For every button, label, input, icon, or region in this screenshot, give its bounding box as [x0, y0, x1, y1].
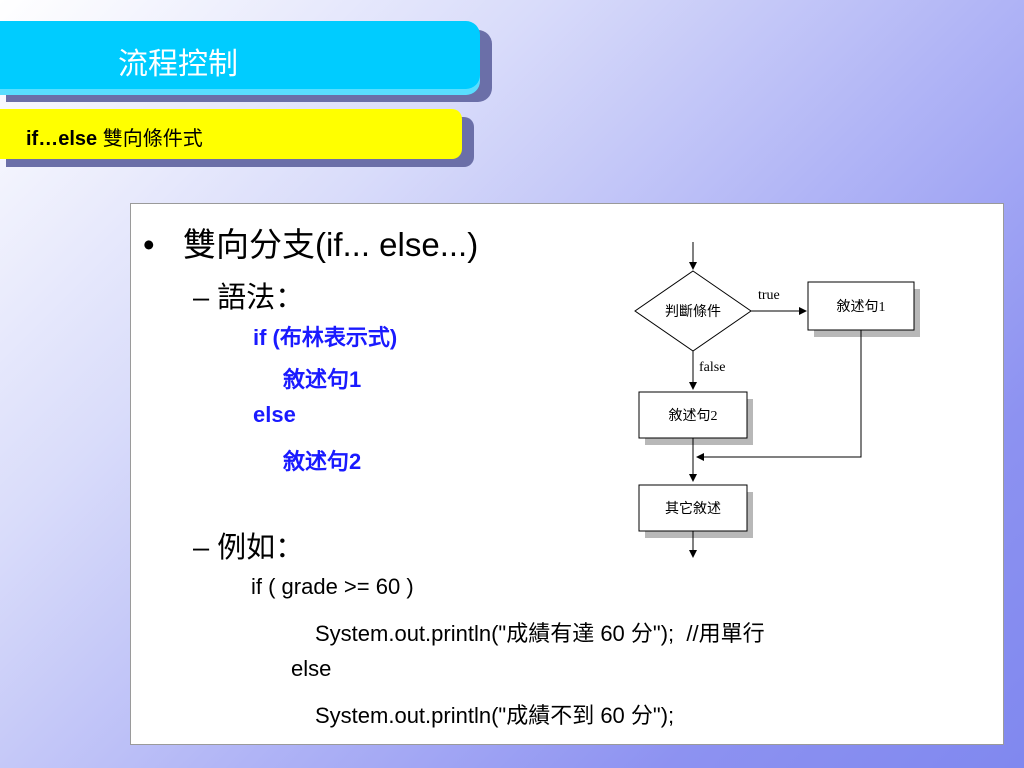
statement1-box: [807, 281, 915, 331]
code-line: else: [291, 656, 332, 681]
subtitle-text: 雙向條件式: [102, 128, 203, 150]
statement2-label: 敘述句2: [669, 407, 718, 424]
heading-text: 雙向分支(if... else...): [183, 226, 479, 263]
syntax-statement2: 敘述句2: [283, 449, 362, 474]
return-arrow: [696, 330, 862, 461]
title-banner: 流程控制: [0, 21, 480, 95]
statement1-label: 敘述句1: [837, 298, 886, 315]
slide-title: 流程控制: [118, 48, 238, 81]
other-statement-label: 其它敘述: [665, 500, 721, 517]
bullet-heading: • 雙向分支(if... else...): [143, 218, 478, 266]
flowchart: 判斷條件 true 敘述句1 false 敘述句2 其它敘述: [634, 242, 920, 558]
false-label: false: [699, 360, 725, 375]
subtitle-keyword: if…else: [26, 128, 98, 150]
slide-subtitle: if…else 雙向條件式: [26, 122, 203, 151]
syntax-else: else: [253, 402, 296, 427]
true-label: true: [758, 288, 780, 303]
code-line: if ( grade >= 60 ): [251, 574, 414, 599]
code-line: System.out.println("成績不到 60 分");: [315, 703, 675, 728]
syntax-statement1: 敘述句1: [283, 367, 362, 392]
other-statement-box: [638, 484, 748, 532]
example-label: – 例如：: [193, 532, 305, 564]
content-panel: • 雙向分支(if... else...) – 語法： if (布林表示式) 敘述…: [130, 203, 1004, 745]
condition-label: 判斷條件: [665, 304, 721, 320]
bullet-icon: •: [143, 226, 155, 263]
syntax-if: if (布林表示式): [253, 325, 398, 350]
syntax-label: – 語法：: [193, 282, 305, 314]
subtitle-banner: if…else 雙向條件式: [0, 109, 462, 159]
code-line: System.out.println("成績有達 60 分"); //用單行: [315, 621, 765, 646]
